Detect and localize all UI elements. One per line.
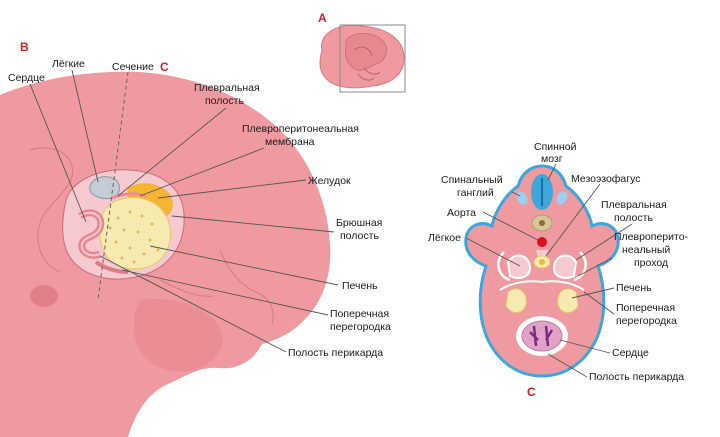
label-abdominal-cavity-1: Брюшная <box>336 217 382 229</box>
label-pericardial-c: Полость перикарда <box>589 371 684 383</box>
liver-right <box>557 288 579 313</box>
embryo-bulge <box>30 285 58 307</box>
label-pp-canal-1: Плевроперито- <box>614 231 689 243</box>
label-aorta: Аорта <box>447 207 476 219</box>
panel-c-letter: C <box>527 385 536 399</box>
aorta-shape <box>537 237 547 247</box>
panel-a-zoom-box <box>339 24 406 93</box>
lung-left <box>506 254 532 279</box>
panel-a-thumbnail <box>319 24 406 93</box>
label-liver-b: Печень <box>342 280 378 292</box>
label-pleural-cavity-b-1: Плевральная <box>194 82 260 94</box>
label-heart: Сердце <box>8 72 45 84</box>
label-liver-c: Печень <box>616 282 652 294</box>
label-pericardial-b: Полость перикарда <box>288 347 383 359</box>
label-pp-canal-3: проход <box>634 257 668 269</box>
label-section: Сечение <box>112 61 154 73</box>
panel-c-leaders <box>465 163 633 378</box>
heart-shape-c <box>521 320 563 352</box>
label-spinal-cord-1: Спинной <box>534 141 577 153</box>
label-pp-membrane-2: мембрана <box>265 136 315 148</box>
label-mesoesophagus: Мезоэзофагус <box>571 173 640 185</box>
label-stomach: Желудок <box>308 175 351 187</box>
label-pleural-cavity-c-1: Плевральная <box>601 199 667 211</box>
lung-right <box>552 254 578 279</box>
panel-b-leaders <box>29 69 339 353</box>
liver-shape <box>99 197 171 270</box>
embryo-limb <box>133 298 223 372</box>
lung-shape <box>89 176 120 199</box>
panel-a-letter: A <box>318 11 327 25</box>
section-line <box>97 71 129 301</box>
label-spinal-ganglion-1: Спинальный <box>441 174 503 186</box>
label-pleural-cavity-b-2: полость <box>205 95 244 107</box>
label-spinal-cord-2: мозг <box>541 153 563 165</box>
panel-b-letter: B <box>20 40 29 54</box>
label-septum-c-2: перегородка <box>616 315 677 327</box>
label-lung-c: Лёгкое <box>428 232 461 244</box>
label-pp-canal-2: неальный <box>622 244 670 256</box>
label-heart-c: Сердце <box>612 347 649 359</box>
label-septum-b-1: Поперечная <box>330 308 389 320</box>
spinal-ganglion-left <box>516 191 528 205</box>
liver-left <box>505 288 527 313</box>
panel-c-section <box>464 164 620 378</box>
septum-transversum-shape <box>94 260 129 274</box>
label-section-letter: C <box>160 60 169 74</box>
label-septum-b-2: перегородка <box>330 321 391 333</box>
label-pleural-cavity-c-2: полость <box>614 212 653 224</box>
spinal-ganglion-right <box>556 191 568 205</box>
label-lungs: Лёгкие <box>52 58 85 70</box>
label-spinal-ganglion-2: ганглий <box>457 187 494 199</box>
label-pp-membrane-1: Плевроперитонеальная <box>242 123 359 135</box>
panel-b-embryo <box>0 71 331 437</box>
label-abdominal-cavity-2: полость <box>340 230 379 242</box>
label-septum-c-1: Поперечная <box>616 302 675 314</box>
